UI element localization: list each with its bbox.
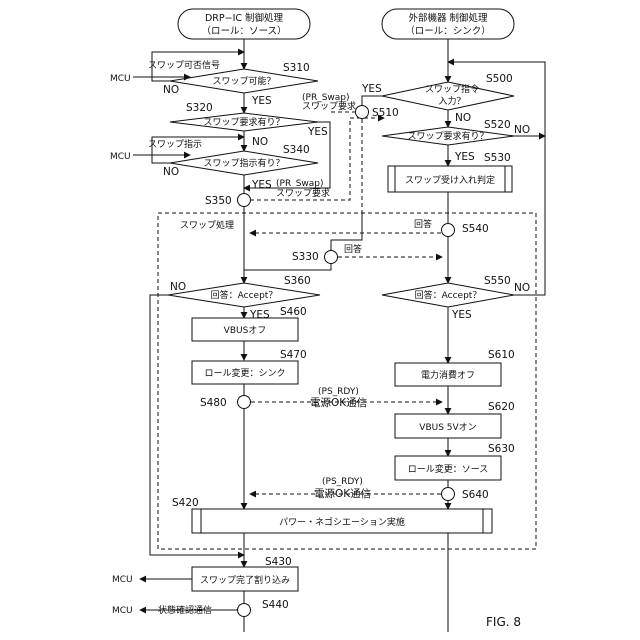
s360-no: NO [170, 281, 186, 293]
process-s420: パワー・ネゴシエーション実施 S420 [172, 497, 492, 533]
connector-s640: S640 (PS_RDY) 電源OK通信 [314, 477, 489, 501]
s510-id: S510 [372, 107, 399, 119]
s310-id: S310 [283, 62, 310, 74]
s430-id: S430 [265, 556, 292, 568]
s540-id: S540 [462, 223, 489, 235]
process-s620: VBUS 5Vオン S620 [395, 401, 515, 438]
s340-id: S340 [283, 144, 310, 156]
s500-text2: 入力？ [438, 95, 465, 107]
right-terminal: 外部機器 制御処理 （ロール：シンク） [382, 9, 514, 39]
mcu-swap-ok-signal: スワップ可否信号 [148, 59, 220, 71]
mcu-swap-instruction: スワップ指示 [148, 138, 202, 150]
figure-label: FIG. 8 [486, 615, 521, 629]
right-title-line1: 外部機器 制御処理 [408, 12, 488, 24]
s550-text: 回答：Accept？ [415, 289, 482, 301]
s630-id: S630 [488, 443, 515, 455]
s470-text: ロール変更：シンク [204, 367, 285, 379]
left-title-line2: （ロール：ソース） [201, 25, 286, 37]
s540-msg: 回答 [414, 218, 432, 230]
process-s530: スワップ受け入れ判定 S530 [388, 152, 512, 192]
s500-id: S500 [486, 73, 513, 85]
s520-text: スワップ要求有り？ [407, 130, 488, 142]
mcu-label-2: MCU [110, 152, 131, 162]
s340-no: NO [163, 166, 179, 178]
mcu-label-4: MCU [112, 606, 133, 616]
mcu-status-comm: 状態確認通信 [158, 604, 212, 616]
s350-msg2: スワップ要求 [276, 187, 330, 199]
s480-id: S480 [200, 397, 227, 409]
s310-no: NO [163, 84, 179, 96]
s480-msg1: (PS_RDY) [318, 387, 359, 397]
s550-no: NO [514, 282, 530, 294]
s330-msg: 回答 [344, 243, 362, 255]
s420-text: パワー・ネゴシエーション実施 [279, 516, 405, 528]
s360-text: 回答：Accept？ [211, 289, 278, 301]
mcu-label-3: MCU [112, 575, 133, 585]
s310-yes: YES [251, 95, 272, 107]
mcu-label-1: MCU [110, 74, 131, 84]
s550-yes: YES [451, 309, 472, 321]
s320-text: スワップ要求有り？ [203, 116, 284, 128]
s640-msg1: (PS_RDY) [322, 477, 363, 487]
s630-text: ロール変更：ソース [408, 463, 489, 475]
process-s610: 電力消費オフ S610 [395, 349, 515, 386]
s320-id: S320 [186, 102, 213, 114]
s500-text1: スワップ指令 [425, 83, 479, 95]
s610-id: S610 [488, 349, 515, 361]
left-title-line1: DRP−IC 制御処理 [205, 12, 284, 24]
s530-id: S530 [484, 152, 511, 164]
s350-msg1: (PR_Swap) [276, 179, 324, 189]
process-s470: ロール変更：シンク S470 [192, 349, 307, 384]
s520-no: NO [514, 124, 530, 136]
s350-id: S350 [205, 195, 232, 207]
swap-process-label: スワップ処理 [180, 219, 234, 231]
s420-id: S420 [172, 497, 199, 509]
s320-no: NO [252, 136, 268, 148]
s510-msg2: スワップ要求 [302, 100, 356, 112]
s520-yes: YES [454, 151, 475, 163]
s460-id: S460 [280, 306, 307, 318]
s620-id: S620 [488, 401, 515, 413]
s500-yes: YES [361, 83, 382, 95]
s550-id: S550 [484, 275, 511, 287]
s520-id: S520 [484, 119, 511, 131]
s610-text: 電力消費オフ [421, 369, 475, 381]
left-terminal: DRP−IC 制御処理 （ロール：ソース） [178, 9, 310, 39]
right-title-line2: （ロール：シンク） [405, 25, 491, 37]
connector-s480: S480 (PS_RDY) 電源OK通信 [200, 387, 367, 409]
s360-id: S360 [284, 275, 311, 287]
s640-id: S640 [462, 489, 489, 501]
s530-text: スワップ受け入れ判定 [405, 174, 495, 186]
s340-text: スワップ指示有り？ [203, 157, 284, 169]
s320-yes: YES [307, 126, 328, 138]
s470-id: S470 [280, 349, 307, 361]
s620-text: VBUS 5Vオン [419, 422, 476, 433]
s310-text: スワップ可能？ [212, 75, 275, 87]
connector-s330: S330 回答 [292, 243, 362, 264]
process-s630: ロール変更：ソース S630 [395, 443, 515, 480]
connector-s540: S540 回答 [414, 218, 489, 237]
s340-yes: YES [251, 179, 272, 191]
s500-no: NO [455, 112, 471, 124]
s460-text: VBUSオフ [224, 325, 267, 336]
process-s430: スワップ完了割り込み S430 [192, 556, 298, 591]
connector-s440: S440 [238, 599, 289, 617]
s430-text: スワップ完了割り込み [200, 574, 290, 586]
s440-id: S440 [262, 599, 289, 611]
s330-id: S330 [292, 251, 319, 263]
